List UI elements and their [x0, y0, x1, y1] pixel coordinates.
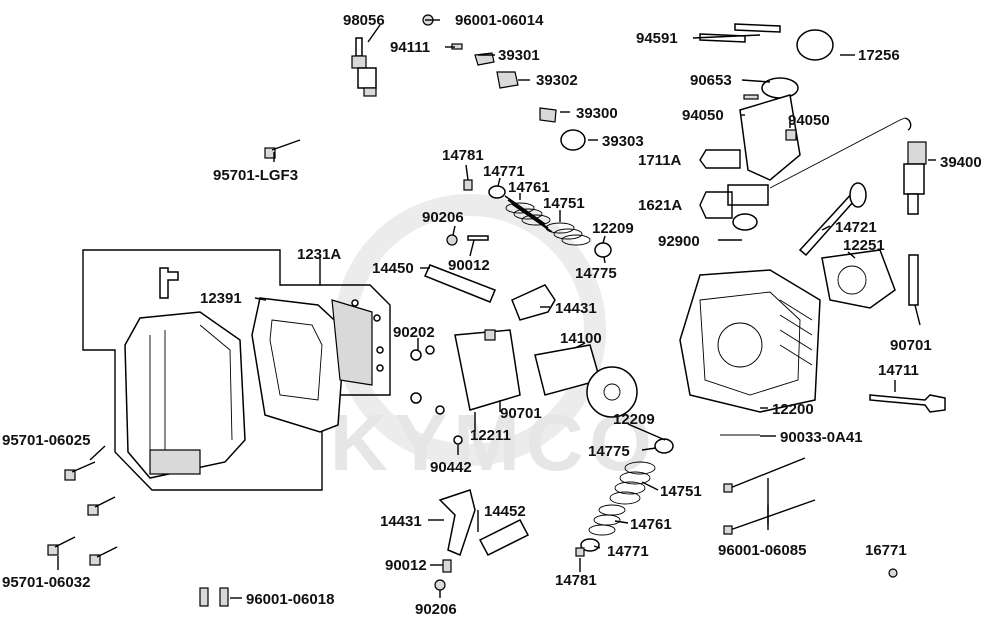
label-1621a: 1621A: [638, 197, 682, 214]
label-39300: 39300: [576, 105, 618, 122]
label-90442: 90442: [430, 459, 472, 476]
kymco-watermark: KYMCO: [330, 194, 652, 487]
label-96001-06085: 96001-06085: [718, 542, 806, 559]
label-95701-06025: 95701-06025: [2, 432, 90, 449]
bolt-95701-lgf3: [264, 139, 301, 159]
label-14751-bottom: 14751: [660, 483, 702, 500]
label-92900: 92900: [658, 233, 700, 250]
label-12200: 12200: [772, 401, 814, 418]
valve-train-upper: [423, 179, 867, 321]
label-14751-top: 14751: [543, 195, 585, 212]
label-39303: 39303: [602, 133, 644, 150]
label-14781-top: 14781: [442, 147, 484, 164]
camshaft-assembly: [410, 329, 638, 445]
label-12211: 12211: [470, 427, 511, 444]
label-90701-mid: 90701: [500, 405, 542, 422]
label-90653: 90653: [690, 72, 732, 89]
label-90202: 90202: [393, 324, 435, 341]
cylinder-head-gasket: [821, 249, 919, 309]
part-labels: 98056 96001-06014 94111 39301 39302 9459…: [2, 12, 982, 618]
temperature-sensor: [903, 141, 927, 215]
cylinder-head: [679, 269, 821, 436]
head-cover: [124, 267, 246, 479]
label-90033-0a41: 90033-0A41: [780, 429, 863, 446]
label-1711a: 1711A: [638, 152, 682, 169]
label-95701-lgf3: 95701-LGF3: [213, 167, 298, 184]
label-14452: 14452: [484, 503, 526, 520]
label-14761-top: 14761: [508, 179, 550, 196]
label-14711: 14711: [878, 362, 919, 379]
label-14771-top: 14771: [483, 163, 525, 180]
label-12209-top: 12209: [592, 220, 634, 237]
label-94591: 94591: [636, 30, 678, 47]
label-96001-06014: 96001-06014: [455, 12, 544, 29]
label-39301: 39301: [498, 47, 540, 64]
label-90012-bottom: 90012: [385, 557, 427, 574]
long-bolts: [723, 457, 898, 578]
intake-manifold: [699, 23, 912, 231]
label-14771-bottom: 14771: [607, 543, 649, 560]
left-bolts: [47, 461, 229, 607]
leader-lines: [57, 19, 936, 599]
label-14721: 14721: [835, 219, 877, 236]
spark-plug: [351, 37, 377, 97]
label-90206-top: 90206: [422, 209, 464, 226]
label-14775-top: 14775: [575, 265, 617, 282]
label-14775-bottom: 14775: [588, 443, 630, 460]
label-96001-06018: 96001-06018: [246, 591, 334, 608]
label-14431-top: 14431: [555, 300, 597, 317]
label-12209-bottom: 12209: [613, 411, 655, 428]
valve-train-lower: [434, 394, 946, 591]
label-94111: 94111: [390, 39, 430, 56]
label-14431-bottom: 14431: [380, 513, 422, 530]
label-14781-bottom: 14781: [555, 572, 597, 589]
label-39302: 39302: [536, 72, 578, 89]
head-cover-gasket: [251, 297, 384, 433]
label-14450: 14450: [372, 260, 414, 277]
label-39400: 39400: [940, 154, 982, 171]
label-12251: 12251: [843, 237, 885, 254]
label-1231a: 1231A: [297, 246, 341, 263]
label-98056: 98056: [343, 12, 385, 29]
label-16771: 16771: [865, 542, 907, 559]
label-94050-left: 94050: [682, 107, 724, 124]
label-95701-06032: 95701-06032: [2, 574, 90, 591]
label-94050-right: 94050: [788, 112, 830, 129]
label-90701-right: 90701: [890, 337, 932, 354]
label-14100: 14100: [560, 330, 602, 347]
label-12391: 12391: [200, 290, 242, 307]
label-17256: 17256: [858, 47, 900, 64]
label-14761-bottom: 14761: [630, 516, 672, 533]
label-90206-bottom: 90206: [415, 601, 457, 618]
label-90012-top: 90012: [448, 257, 490, 274]
